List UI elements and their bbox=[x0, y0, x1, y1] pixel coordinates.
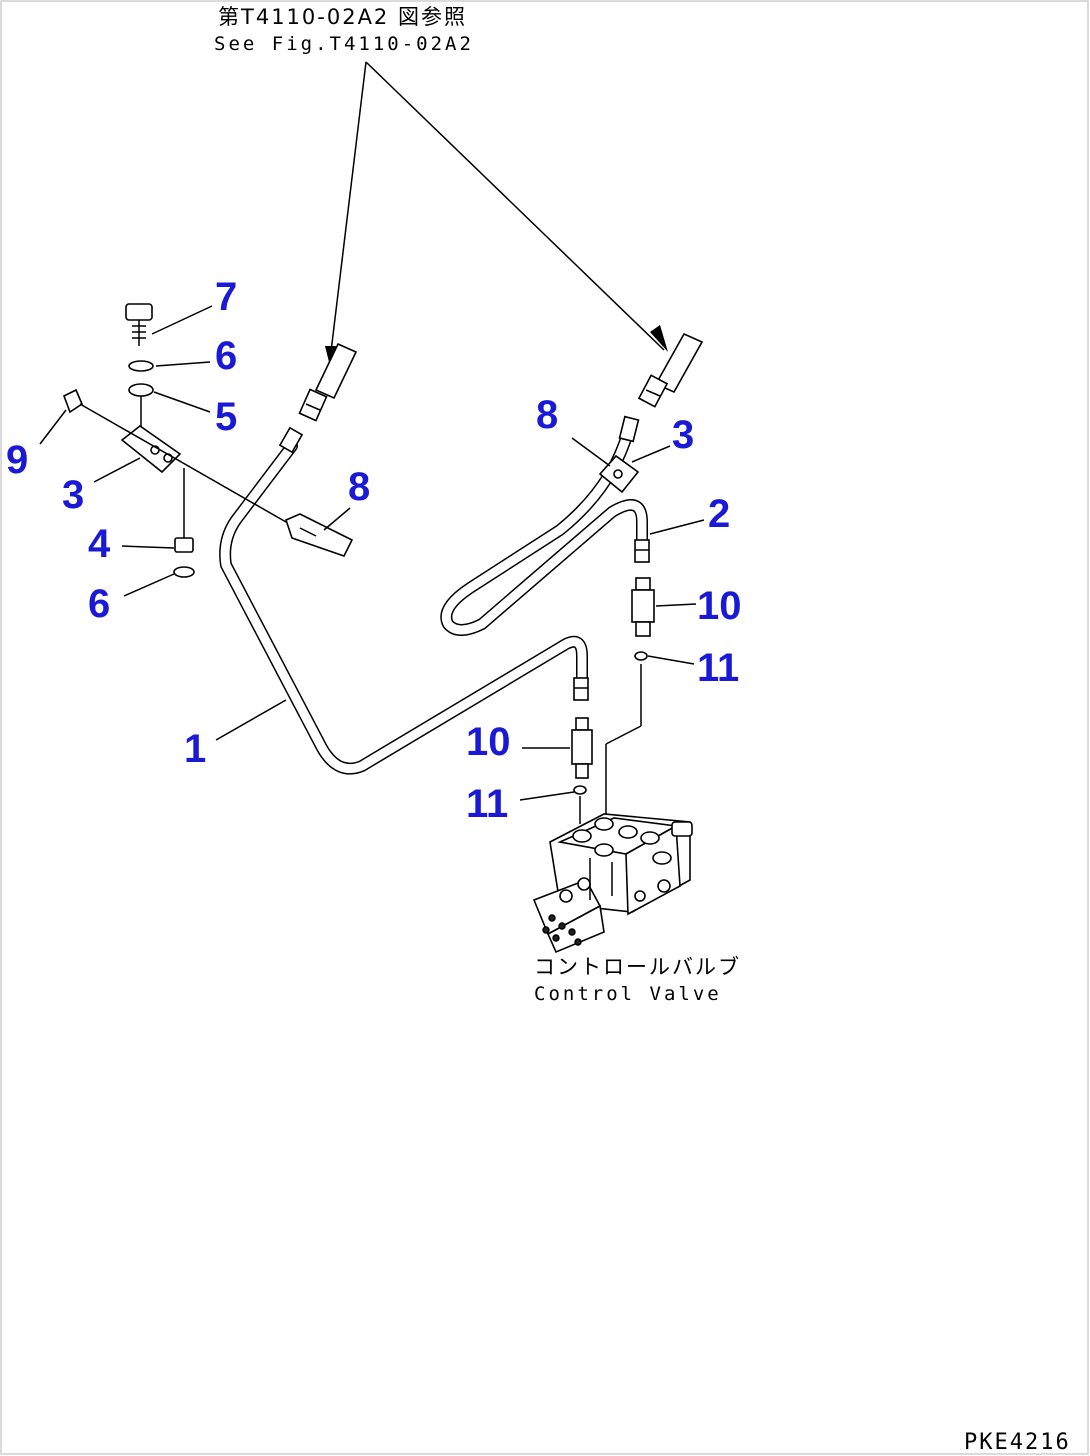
connector-10-lower bbox=[571, 717, 593, 824]
hose-end-left bbox=[298, 342, 358, 422]
hose-end-right bbox=[637, 332, 704, 408]
callout-5: 5 bbox=[215, 395, 237, 439]
callout-9: 9 bbox=[6, 438, 28, 482]
callout-1: 1 bbox=[184, 727, 206, 771]
clamp-assembly-left bbox=[62, 303, 354, 578]
callout-2: 2 bbox=[708, 492, 730, 536]
callout-11-upper: 11 bbox=[697, 646, 739, 690]
callout-11-lower: 11 bbox=[466, 782, 508, 826]
callout-3-left: 3 bbox=[62, 473, 84, 517]
control-valve-label-en: Control Valve bbox=[534, 983, 722, 1005]
callout-10-lower: 10 bbox=[466, 720, 511, 764]
tube-2 bbox=[440, 415, 650, 636]
callout-4: 4 bbox=[88, 522, 111, 566]
callout-3-right: 3 bbox=[672, 413, 694, 457]
reference-leaders bbox=[325, 61, 668, 366]
control-valve bbox=[532, 813, 693, 954]
callout-6-upper: 6 bbox=[215, 334, 237, 378]
callout-8-right: 8 bbox=[536, 393, 558, 437]
callout-leaders bbox=[39, 305, 705, 801]
drawing-code: PKE4216 bbox=[964, 1430, 1071, 1455]
tube-1 bbox=[219, 426, 589, 775]
connector-10-upper bbox=[605, 577, 655, 820]
reference-text-en: See Fig.T4110-02A2 bbox=[214, 33, 474, 55]
callout-7: 7 bbox=[215, 275, 237, 319]
control-valve-label-jp: コントロールバルブ bbox=[534, 955, 741, 979]
callout-10-upper: 10 bbox=[697, 584, 742, 628]
callout-8-left: 8 bbox=[348, 465, 370, 509]
callout-6-lower: 6 bbox=[88, 582, 110, 626]
reference-text-jp: 第T4110-02A2 図参照 bbox=[218, 5, 467, 29]
